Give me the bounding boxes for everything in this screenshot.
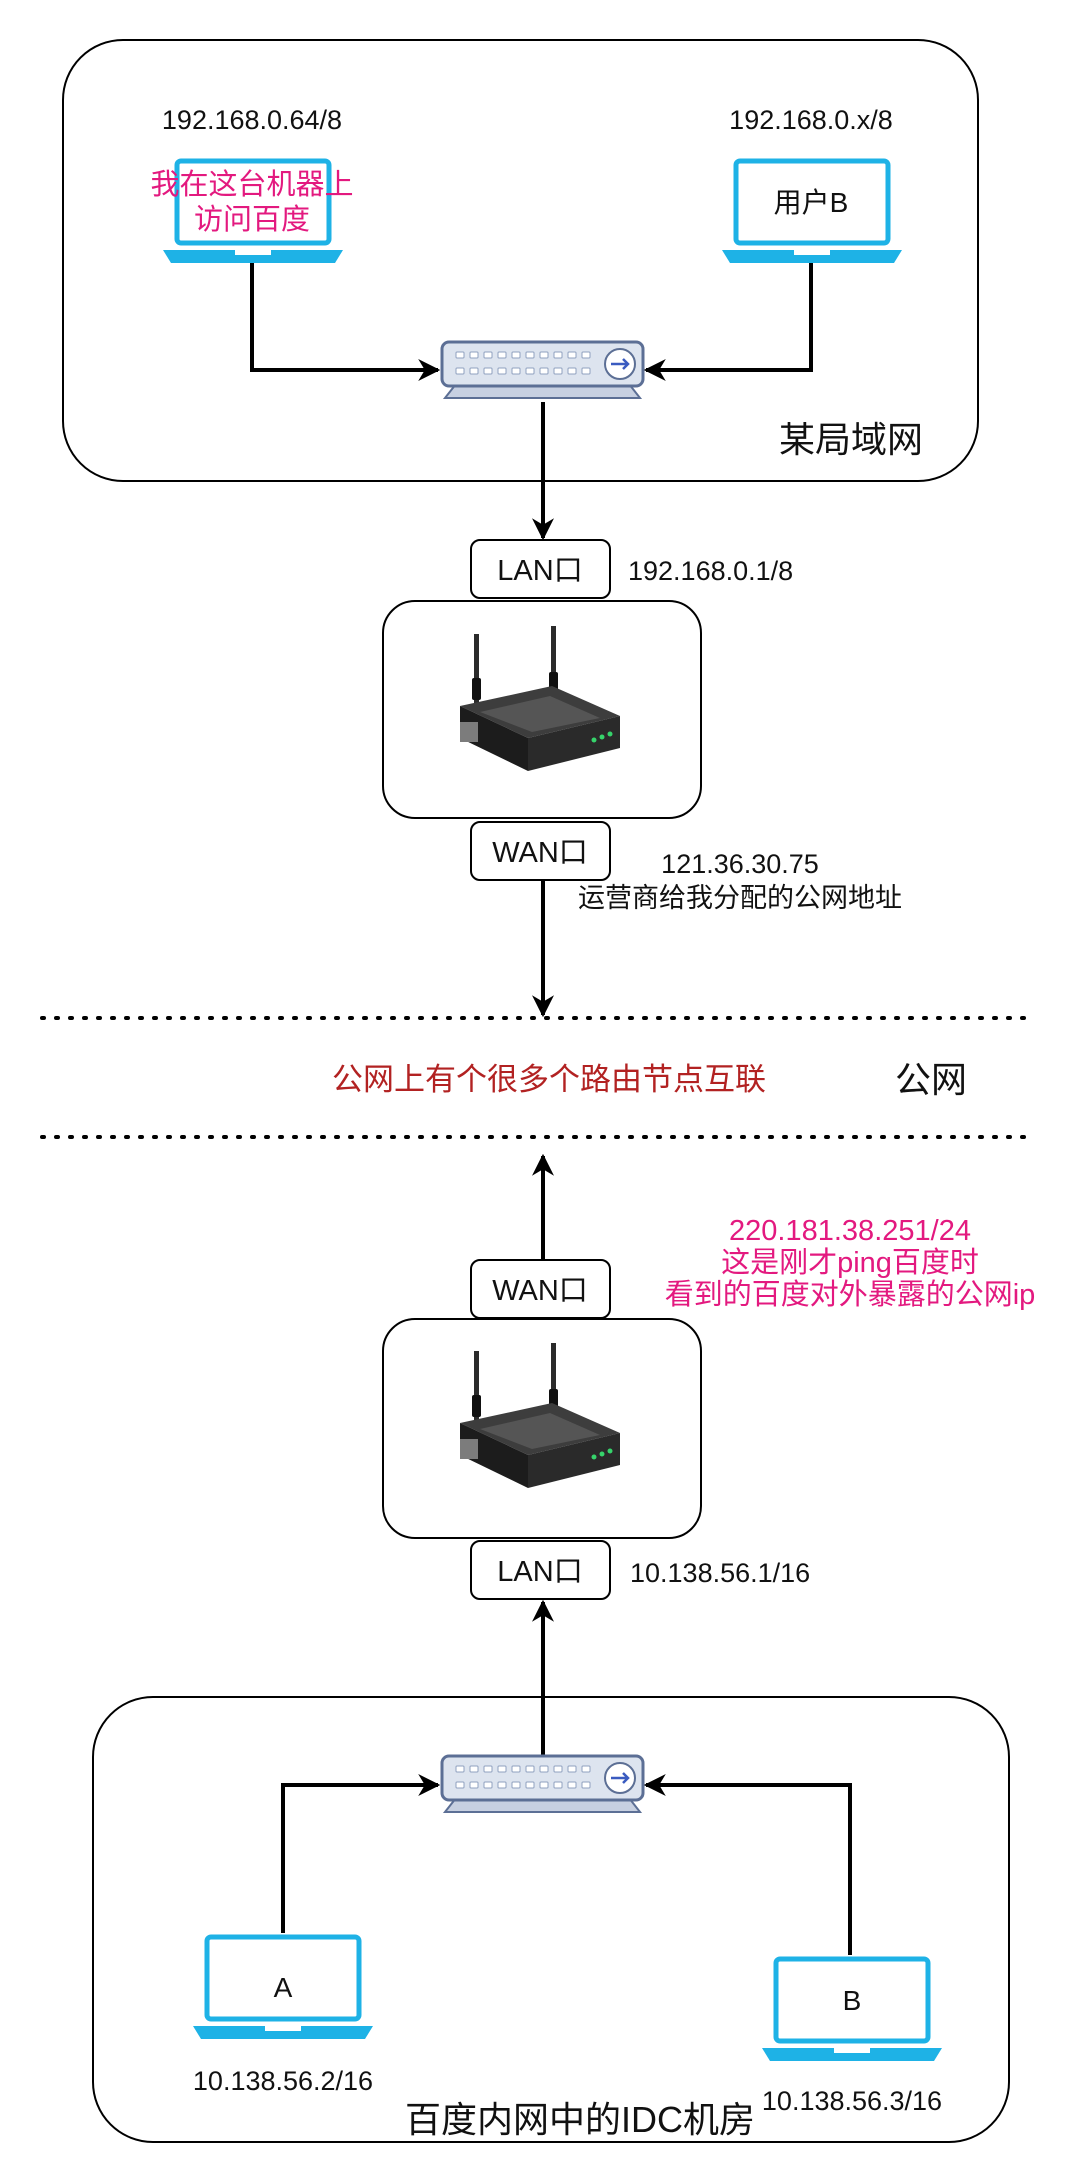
router-top-lan-ip: 192.168.0.1/8 [628,556,793,586]
link-user-b-to-switch [643,263,813,381]
user-b-label: 用户B [774,187,849,218]
switch-icon[interactable] [440,1754,645,1814]
user-b-ip: 192.168.0.x/8 [729,105,893,135]
my-machine-note-line1: 我在这台机器上 [150,168,353,201]
link-my-machine-to-switch [250,263,441,381]
host-a-label: A [274,1972,293,2003]
public-ip: 220.181.38.251/24 [729,1215,971,1247]
idc-zone-box [92,1696,1010,2143]
router-top-wan-ip: 121.36.30.75 [661,849,819,879]
switch-icon[interactable] [440,340,645,400]
my-machine-ip: 192.168.0.64/8 [162,105,342,135]
my-machine-note-line2: 访问百度 [194,203,310,236]
router-bottom-lan-port-label: LAN口 [497,1556,582,1588]
host-a-ip: 10.138.56.2/16 [193,2066,373,2096]
router-top-lan-port-label: LAN口 [497,555,582,587]
lan-zone-label: 某局域网 [779,419,923,460]
lan-zone-box [62,39,979,482]
router-top-wan-note: 运营商给我分配的公网地址 [578,883,902,913]
internet-note: 公网上有个很多个路由节点互联 [332,1062,766,1097]
router-bottom-lan-port [470,1540,611,1600]
idc-zone-label: 百度内网中的IDC机房 [405,2099,755,2140]
router-top-lan-port [470,539,611,599]
host-b-label: B [843,1985,862,2016]
public-ip-note-line2: 看到的百度对外暴露的公网ip [665,1278,1036,1311]
link-host-a-to-switch [281,1774,441,1933]
link-host-b-to-switch [643,1774,852,1955]
internet-label: 公网 [895,1059,967,1100]
host-b-ip: 10.138.56.3/16 [762,2086,942,2116]
public-ip-note-line1: 这是刚才ping百度时 [721,1246,979,1279]
router-bottom-lan-ip: 10.138.56.1/16 [630,1558,810,1588]
router-top-wan-port [470,821,611,881]
router-top-wan-port-label: WAN口 [492,837,588,869]
router-bottom-wan-port-label: WAN口 [492,1275,588,1307]
